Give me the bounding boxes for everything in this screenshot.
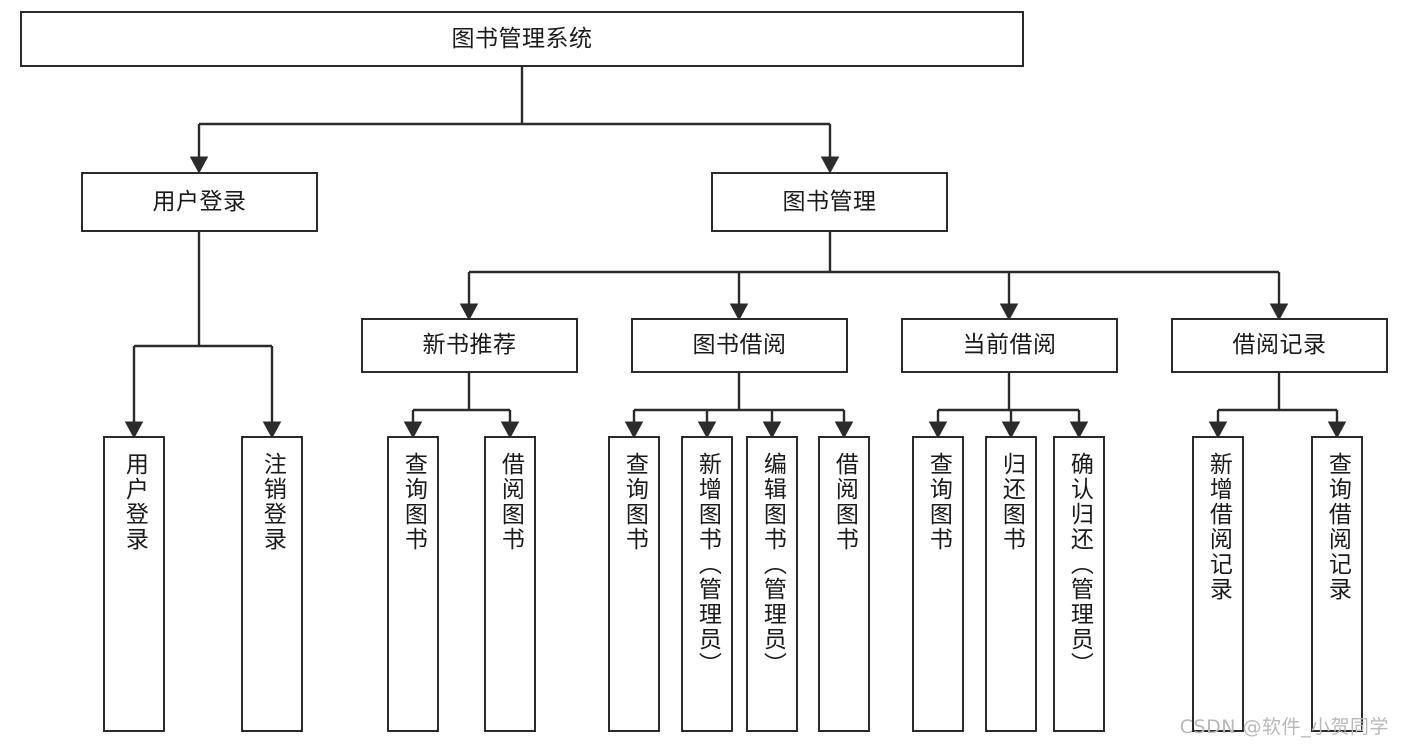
node-leaf-query-book-current-label: 查询图书 bbox=[925, 452, 952, 552]
node-user-login-label: 用户登录 bbox=[152, 188, 247, 215]
node-book-manage-label: 图书管理 bbox=[782, 188, 877, 215]
node-leaf-borrow-book-label: 借阅图书 bbox=[831, 452, 858, 552]
node-leaf-user-logout-label: 注销登录 bbox=[259, 452, 286, 552]
node-leaf-add-book-label: 新增图书（管理员） bbox=[694, 452, 721, 677]
node-leaf-confirm-return[interactable]: 确认归还（管理员） bbox=[1053, 436, 1105, 732]
node-borrow-record-label: 借阅记录 bbox=[1232, 332, 1327, 358]
node-leaf-edit-book[interactable]: 编辑图书（管理员） bbox=[746, 436, 798, 732]
node-leaf-query-book-borrow[interactable]: 查询图书 bbox=[608, 436, 660, 732]
node-leaf-return-book-label: 归还图书 bbox=[998, 452, 1025, 552]
node-borrow-record[interactable]: 借阅记录 bbox=[1171, 318, 1388, 373]
node-user-login[interactable]: 用户登录 bbox=[81, 172, 318, 232]
node-new-book-rec[interactable]: 新书推荐 bbox=[361, 318, 578, 373]
node-leaf-add-record[interactable]: 新增借阅记录 bbox=[1192, 436, 1244, 732]
node-leaf-add-record-label: 新增借阅记录 bbox=[1205, 452, 1232, 602]
node-leaf-query-book-borrow-label: 查询图书 bbox=[621, 452, 648, 552]
node-book-borrow-label: 图书借阅 bbox=[692, 332, 787, 358]
watermark: CSDN @软件_小贺同学 bbox=[1179, 716, 1389, 738]
node-leaf-query-book-current[interactable]: 查询图书 bbox=[912, 436, 964, 732]
node-leaf-user-login[interactable]: 用户登录 bbox=[103, 436, 165, 732]
node-leaf-borrow-book-rec[interactable]: 借阅图书 bbox=[484, 436, 536, 732]
node-leaf-query-record[interactable]: 查询借阅记录 bbox=[1311, 436, 1363, 732]
node-leaf-add-book[interactable]: 新增图书（管理员） bbox=[681, 436, 733, 732]
node-current-borrow-label: 当前借阅 bbox=[962, 332, 1057, 358]
node-current-borrow[interactable]: 当前借阅 bbox=[901, 318, 1118, 373]
node-leaf-borrow-book-rec-label: 借阅图书 bbox=[497, 452, 524, 552]
node-root-label: 图书管理系统 bbox=[451, 25, 593, 52]
node-leaf-user-login-label: 用户登录 bbox=[121, 452, 148, 552]
node-leaf-borrow-book[interactable]: 借阅图书 bbox=[818, 436, 870, 732]
node-leaf-edit-book-label: 编辑图书（管理员） bbox=[759, 452, 786, 677]
node-leaf-query-book-rec-label: 查询图书 bbox=[400, 452, 427, 552]
node-book-manage[interactable]: 图书管理 bbox=[711, 172, 948, 232]
node-book-borrow[interactable]: 图书借阅 bbox=[631, 318, 848, 373]
node-new-book-rec-label: 新书推荐 bbox=[422, 332, 517, 358]
node-leaf-user-logout[interactable]: 注销登录 bbox=[241, 436, 303, 732]
node-leaf-confirm-return-label: 确认归还（管理员） bbox=[1066, 452, 1093, 677]
node-leaf-return-book[interactable]: 归还图书 bbox=[985, 436, 1037, 732]
node-leaf-query-record-label: 查询借阅记录 bbox=[1324, 452, 1351, 602]
node-root[interactable]: 图书管理系统 bbox=[20, 11, 1024, 67]
node-leaf-query-book-rec[interactable]: 查询图书 bbox=[387, 436, 439, 732]
